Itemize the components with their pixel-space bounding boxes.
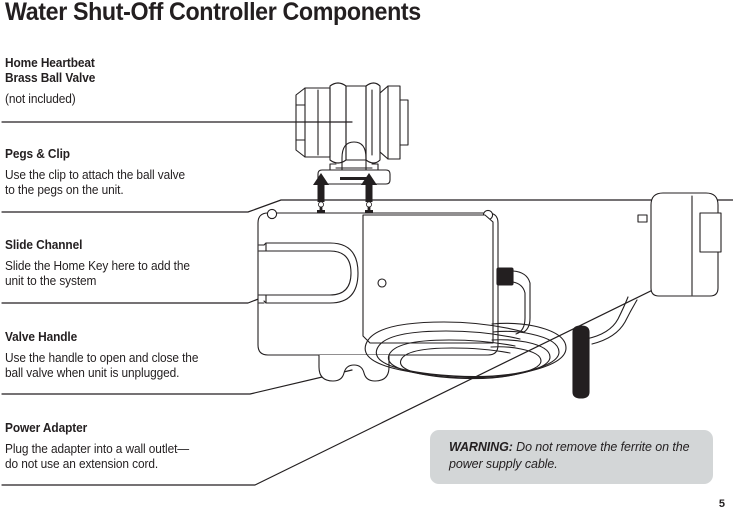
screw-top-left xyxy=(266,208,278,220)
arrow-left xyxy=(313,173,329,202)
coiled-power-cable xyxy=(364,270,638,380)
wall-power-adapter xyxy=(637,192,722,297)
callout-body: Use the clip to attach the ball valve to… xyxy=(5,168,185,197)
valve-handle-notch xyxy=(318,354,390,382)
warning-label: WARNING: xyxy=(449,440,513,454)
callout-pegs-clip: Pegs & Clip Use the clip to attach the b… xyxy=(5,147,255,198)
leader-line-valve-handle xyxy=(1,369,353,395)
page-number: 5 xyxy=(718,498,725,510)
brass-ball-valve xyxy=(295,82,409,185)
indicator-hole xyxy=(377,278,387,288)
attachment-pegs xyxy=(317,201,373,214)
cable-connector xyxy=(496,267,514,286)
callout-heading: Valve Handle xyxy=(5,330,78,344)
callout-ball-valve: Home Heartbeat Brass Ball Valve (not inc… xyxy=(5,56,255,107)
callout-body: Use the handle to open and close the bal… xyxy=(5,351,199,380)
callout-body: Slide the Home Key here to add the unit … xyxy=(5,259,190,288)
warning-text: WARNING: Do not remove the ferrite on th… xyxy=(449,439,699,473)
peg-left xyxy=(317,201,325,214)
callout-body: Plug the adapter into a wall outlet— do … xyxy=(5,442,190,471)
peg-right xyxy=(365,201,373,214)
callout-heading: Pegs & Clip xyxy=(5,147,70,161)
adapter-label xyxy=(699,212,722,253)
controller-unit xyxy=(257,208,514,382)
up-arrows xyxy=(313,173,377,202)
ferrite-band xyxy=(572,325,590,399)
adapter-tab xyxy=(637,214,648,223)
callout-heading: Slide Channel xyxy=(5,238,83,252)
leader-line-power-adapter xyxy=(1,282,668,486)
warning-box: WARNING: Do not remove the ferrite on th… xyxy=(430,430,713,484)
warning-message: Do not remove the ferrite on the power s… xyxy=(449,440,690,471)
callout-heading: Power Adapter xyxy=(5,421,88,435)
callout-slide-channel: Slide Channel Slide the Home Key here to… xyxy=(5,238,255,289)
callout-body: (not included) xyxy=(5,92,76,106)
callout-power-adapter: Power Adapter Plug the adapter into a wa… xyxy=(5,421,255,472)
arrow-right xyxy=(361,173,377,202)
callout-heading: Home Heartbeat Brass Ball Valve xyxy=(5,56,96,85)
leader-line-pegs-clip xyxy=(1,199,733,213)
slide-channel xyxy=(258,242,359,304)
page-title: Water Shut-Off Controller Components xyxy=(5,0,421,26)
callout-valve-handle: Valve Handle Use the handle to open and … xyxy=(5,330,255,381)
